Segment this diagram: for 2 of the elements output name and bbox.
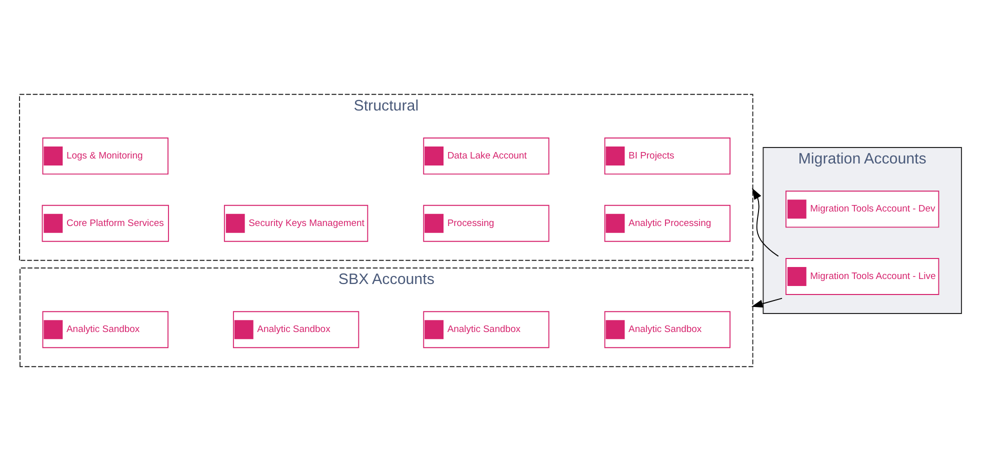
arrow [751,298,783,308]
arrow [752,188,779,257]
